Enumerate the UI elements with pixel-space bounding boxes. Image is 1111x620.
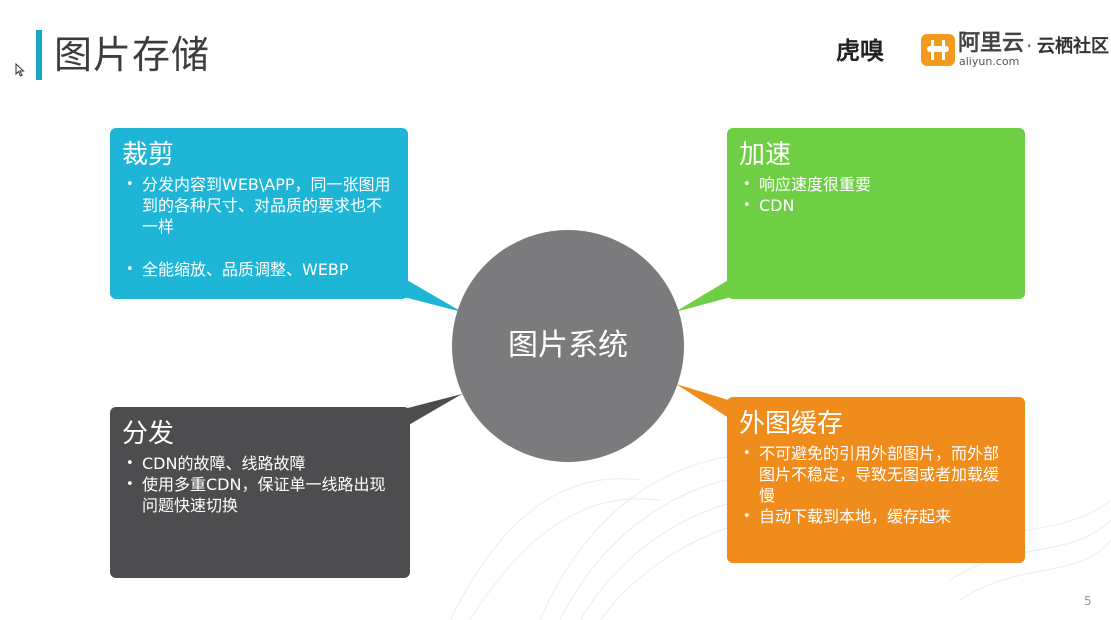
center-node-circle — [452, 230, 684, 462]
slide-title: 图片存储 — [54, 33, 211, 77]
node-crop: 裁剪 分发内容到WEB\APP，同一张图用到的各种尺寸、对品质的要求也不一样 全… — [110, 128, 408, 299]
aliyun-domain: aliyun.com — [959, 55, 1020, 68]
node-distribute-item: CDN的故障、线路故障 — [124, 453, 396, 474]
node-crop-item: 全能缩放、品质调整、WEBP — [124, 259, 394, 280]
node-crop-item: 分发内容到WEB\APP，同一张图用到的各种尺寸、对品质的要求也不一样 — [124, 174, 394, 237]
connector-distribute — [400, 394, 462, 430]
connector-accelerate — [675, 276, 735, 312]
node-accelerate-item: CDN — [741, 195, 1011, 216]
title-accent-bar — [36, 30, 42, 80]
node-distribute-item: 使用多重CDN，保证单一线路出现问题快速切换 — [124, 474, 396, 516]
huxiu-logo: 虎嗅 — [836, 36, 884, 65]
node-accelerate: 加速 响应速度很重要 CDN — [727, 128, 1025, 299]
aliyun-name: 阿里云 — [958, 31, 1025, 56]
connector-external-cache — [676, 384, 735, 422]
node-external-cache-item: 不可避免的引用外部图片，而外部图片不稳定，导致无图或者加载缓慢 — [741, 443, 1011, 506]
node-accelerate-item: 响应速度很重要 — [741, 174, 1011, 195]
mouse-cursor-icon — [15, 63, 25, 77]
aliyun-logo-icon — [921, 34, 955, 66]
logo-separator: · — [1026, 34, 1033, 58]
connector-crop — [400, 276, 462, 312]
node-external-cache: 外图缓存 不可避免的引用外部图片，而外部图片不稳定，导致无图或者加载缓慢 自动下… — [727, 397, 1025, 563]
node-distribute-title: 分发 — [122, 419, 175, 449]
node-external-cache-title: 外图缓存 — [739, 409, 844, 439]
node-crop-title: 裁剪 — [122, 140, 175, 170]
node-external-cache-item: 自动下载到本地，缓存起来 — [741, 506, 1011, 527]
community-name: 云栖社区 — [1037, 36, 1109, 57]
center-node-label: 图片系统 — [508, 328, 628, 363]
node-distribute: 分发 CDN的故障、线路故障 使用多重CDN，保证单一线路出现问题快速切换 — [110, 407, 410, 578]
page-number: 5 — [1084, 594, 1092, 608]
node-accelerate-title: 加速 — [739, 140, 792, 170]
